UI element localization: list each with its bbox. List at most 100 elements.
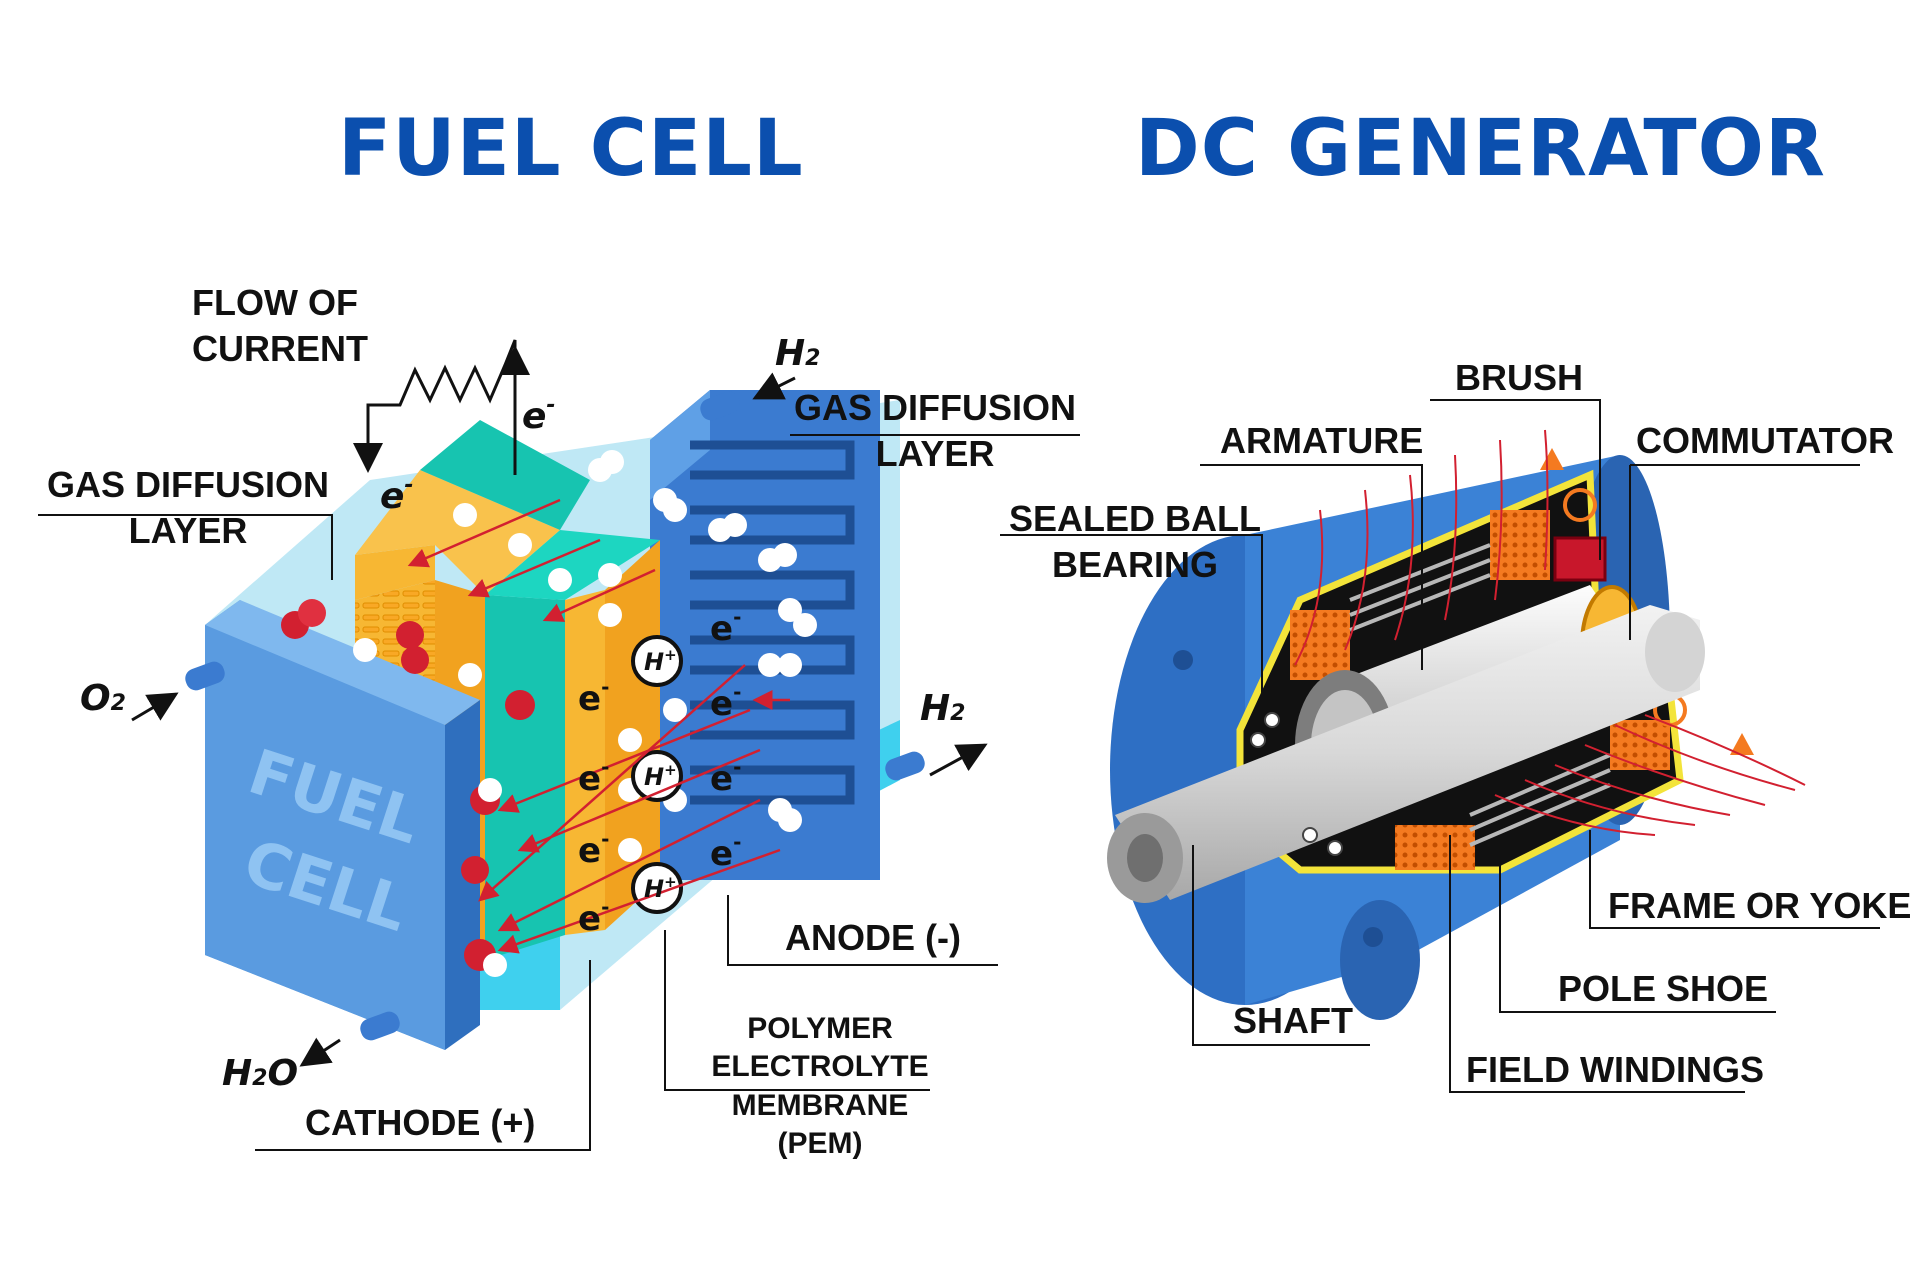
electron-symbol: e [578,899,601,939]
external-circuit [353,339,530,475]
label-membrane-line-3: MEMBRANE [731,1088,909,1122]
label-commutator: COMMUTATOR [1636,420,1894,461]
gas-molecules [281,450,817,977]
svg-text:e-: e- [380,473,414,517]
label-gas-diffusion-left-line-2: LAYER [128,510,248,552]
hydrogen-in-subscript: 2 [805,346,820,371]
svg-text:e-: e- [710,830,741,874]
frame-screws [1173,650,1383,947]
anode-channels [690,440,855,805]
label-flow-of-current-line-2: CURRENT [192,328,368,370]
svg-text:H+: H+ [644,873,677,903]
electron-charge: - [733,605,741,629]
electron-symbol: e [710,684,733,724]
water-o-symbol: O [267,1053,298,1094]
fuel-cell-diagram: O2 H2O H2 H2 e- e- e- e- e- e- e- e- e- … [38,333,1080,1151]
oxygen-subscript: 2 [111,691,126,716]
label-sealed-ball-bearing: SEALED BALL BEARING [1000,496,1270,588]
oxygen-symbol: O [80,678,111,719]
svg-text:H2O: H2O [222,1053,298,1094]
svg-text:O2: O2 [80,678,126,719]
label-gas-diffusion-right-line-2: LAYER [875,433,995,475]
electron-symbol: e [578,831,601,871]
electron-symbol: e [578,679,601,719]
electron-symbol: e [710,609,733,649]
electron-out-charge: - [546,393,555,418]
electron-in-charge: - [404,473,413,498]
label-gas-diffusion-right: GAS DIFFUSION LAYER [790,385,1080,477]
label-anode: ANODE (-) [785,917,961,958]
label-frame-or-yoke: FRAME OR YOKE [1608,885,1912,926]
hydrogen-in-symbol: H [775,333,805,374]
electron-symbol: e [710,759,733,799]
svg-text:H+: H+ [644,646,677,676]
dc-generator-leader-lines [1000,399,1880,1093]
svg-text:H+: H+ [644,761,677,791]
electron-symbol: e [710,834,733,874]
proton-charge: + [664,646,677,664]
label-shaft: SHAFT [1233,1000,1353,1041]
layer-electrons: e- e- e- e- e- e- e- e- [578,605,741,939]
label-pole-shoe: POLE SHOE [1558,968,1769,1009]
proton-symbol: H [644,875,664,903]
label-cathode: CATHODE (+) [305,1102,536,1143]
label-flow-of-current-line-1: FLOW OF [192,282,358,323]
electron-charge: - [733,680,741,704]
proton-charge: + [664,873,677,891]
svg-text:H2: H2 [920,688,965,729]
label-sealed-ball-bearing-line-2: BEARING [1051,544,1218,586]
electron-charge: - [733,830,741,854]
dc-generator-title: DC GENERATOR [1135,104,1826,194]
svg-text:e-: e- [578,895,609,939]
label-flow-of-current: FLOW OF CURRENT [192,280,368,372]
proton-symbol: H [644,763,664,791]
svg-text:e-: e- [578,755,609,799]
label-membrane-line-4: (PEM) [777,1127,863,1161]
proton-symbol: H [644,648,664,676]
svg-text:e-: e- [710,680,741,724]
water-h-symbol: H [222,1053,252,1094]
sealed-ball-bearing [1250,712,1343,856]
fuel-cell-leader-lines [38,434,1080,1151]
fuel-cell-title: FUEL CELL [338,104,804,194]
label-field-windings: FIELD WINDINGS [1466,1049,1764,1090]
ion-flow-arrows [407,498,790,954]
electron-out-symbol: e [522,396,546,437]
svg-text:e-: e- [522,393,556,437]
label-membrane-line-1: POLYMER [747,1012,893,1045]
electron-charge: - [601,675,609,699]
field-windings [1290,510,1670,870]
magnetic-field-lines [1294,429,1806,836]
label-gas-diffusion-left-line-1: GAS DIFFUSION [46,464,329,505]
svg-text:e-: e- [578,827,609,871]
hydrogen-out-symbol: H [920,688,950,729]
pole-shoe [1349,543,1611,847]
terminal-cap [1730,733,1754,755]
electron-charge: - [601,755,609,779]
electron-in-symbol: e [380,476,404,517]
label-membrane: POLYMER ELECTROLYTE MEMBRANE (PEM) [700,1010,940,1164]
gas-pipes [185,391,925,1041]
label-membrane-line-2: ELECTROLYTE [711,1050,929,1084]
gas-flow-arrows [131,372,988,1067]
svg-text:H2: H2 [775,333,820,374]
dc-generator-diagram [1000,399,1880,1093]
water-subscript: 2 [252,1066,267,1091]
brush [1553,536,1607,582]
electron-charge: - [733,755,741,779]
anode-layer [565,590,605,935]
electron-charge: - [601,827,609,851]
electron-charge: - [601,895,609,919]
terminal-cap [1540,448,1564,470]
label-gas-diffusion-left: GAS DIFFUSION LAYER [38,462,338,554]
hydrogen-out-subscript: 2 [950,701,965,726]
label-armature: ARMATURE [1220,420,1424,461]
electron-symbol: e [578,759,601,799]
proton-labels: H+ H+ H+ [644,646,677,903]
label-sealed-ball-bearing-line-1: SEALED BALL [1009,498,1261,539]
shaft [1115,605,1700,900]
svg-text:e-: e- [710,755,741,799]
svg-text:e-: e- [578,675,609,719]
membrane-layer [485,595,565,960]
